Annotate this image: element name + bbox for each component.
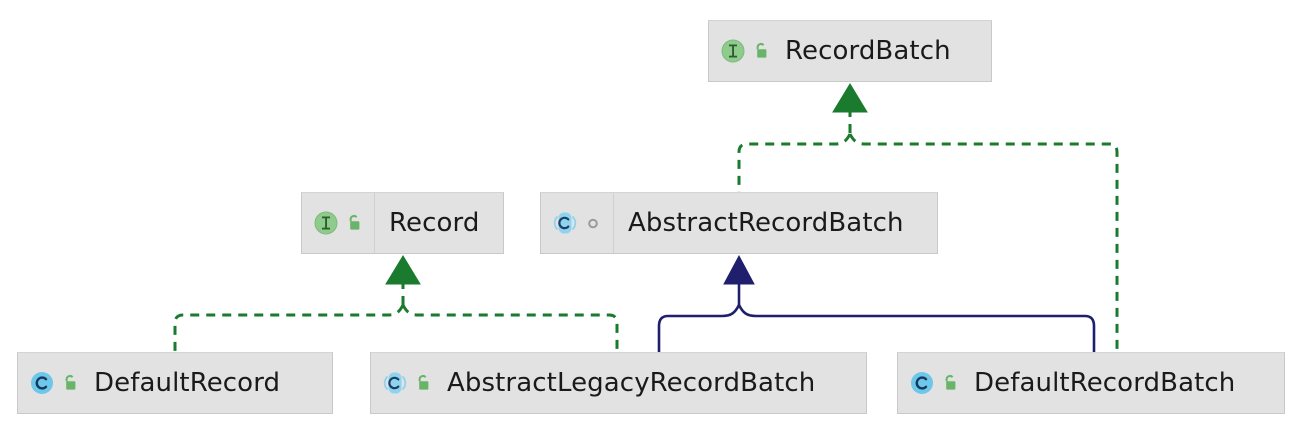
node-label: DefaultRecord [94, 368, 281, 398]
public-unlocked-icon [751, 41, 771, 61]
node-icons [909, 370, 960, 396]
node-label: AbstractLegacyRecordBatch [447, 368, 816, 398]
interface-icon [313, 210, 339, 236]
class-icon [909, 370, 935, 396]
public-unlocked-icon [60, 373, 80, 393]
package-private-icon [583, 213, 603, 233]
public-unlocked-icon [940, 373, 960, 393]
node-abstract-record-batch[interactable]: AbstractRecordBatch [540, 192, 938, 254]
node-icons [29, 370, 80, 396]
node-divider [374, 193, 375, 253]
generalization-arrowhead-abstract-record-batch [723, 254, 755, 285]
edge-default-record-to-record [173, 304, 405, 352]
edge-abstract-legacy-record-batch-to-record [401, 304, 619, 352]
public-unlocked-icon [413, 373, 433, 393]
realization-arrowhead-record-batch [832, 83, 868, 113]
edge-group-recordbatch-realizations [737, 83, 1119, 352]
edge-group-record-realizations [173, 255, 619, 352]
edge-abstract-record-batch-to-record-batch [737, 133, 852, 192]
node-icons [552, 210, 603, 236]
node-default-record-batch[interactable]: DefaultRecordBatch [897, 352, 1285, 414]
node-divider [613, 193, 614, 253]
node-record[interactable]: Record [301, 192, 504, 254]
node-icons [313, 210, 364, 236]
node-icons [382, 370, 433, 396]
node-abstract-legacy-record-batch[interactable]: AbstractLegacyRecordBatch [370, 352, 867, 414]
edge-default-record-batch-to-record-batch [848, 133, 1119, 352]
abstract-class-icon [382, 370, 408, 396]
realization-arrowhead-record [385, 255, 421, 285]
edge-group-abstract-record-batch-generalizations [657, 254, 1096, 352]
edge-default-record-batch-to-abstract-record-batch [737, 304, 1096, 352]
edge-abstract-legacy-record-batch-to-abstract-record-batch [657, 304, 741, 352]
abstract-class-icon [552, 210, 578, 236]
public-unlocked-icon [344, 213, 364, 233]
node-label: DefaultRecordBatch [974, 368, 1236, 398]
node-label: Record [389, 208, 480, 238]
node-record-batch[interactable]: RecordBatch [708, 20, 992, 82]
node-default-record[interactable]: DefaultRecord [17, 352, 333, 414]
node-icons [720, 38, 771, 64]
node-label: AbstractRecordBatch [628, 208, 904, 238]
class-icon [29, 370, 55, 396]
node-label: RecordBatch [785, 36, 951, 66]
interface-icon [720, 38, 746, 64]
